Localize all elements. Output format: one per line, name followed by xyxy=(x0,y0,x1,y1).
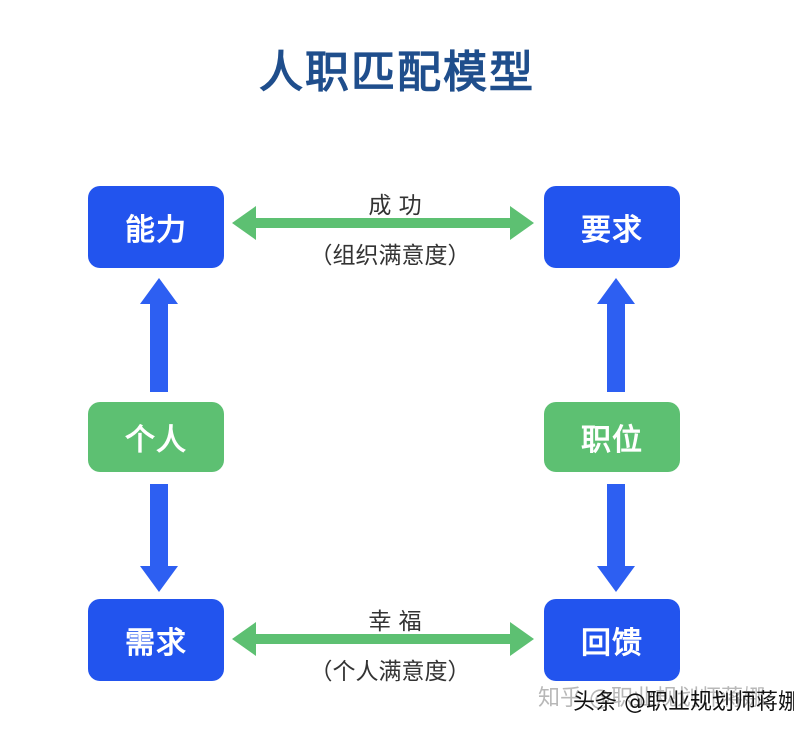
watermark-ghost: 知乎 @职业规划师蒋娜 xyxy=(538,686,765,711)
top-double-arrow xyxy=(232,206,534,240)
watermark-main: 头条 @职业规划师蒋娜 xyxy=(573,690,794,715)
diagram-title: 人职匹配模型 xyxy=(259,47,535,98)
top-edge-sublabel: （组织满意度） xyxy=(309,243,471,269)
node-position: 职位 xyxy=(544,402,680,472)
bottom-edge-label: 幸 福 xyxy=(368,609,422,635)
bottom-edge-sublabel: （个人满意度） xyxy=(309,659,471,685)
node-feedback: 回馈 xyxy=(544,599,680,681)
node-ability: 能力 xyxy=(88,186,224,268)
top-edge-label: 成 功 xyxy=(368,193,422,219)
arrow-position-to-feedback xyxy=(597,484,635,592)
watermark: 知乎 @职业规划师蒋娜 头条 @职业规划师蒋娜 xyxy=(538,680,794,715)
node-needs: 需求 xyxy=(88,599,224,681)
arrow-individual-to-ability xyxy=(140,278,178,392)
arrow-position-to-requirement xyxy=(597,278,635,392)
arrow-individual-to-needs xyxy=(140,484,178,592)
bottom-double-arrow xyxy=(232,622,534,656)
node-individual: 个人 xyxy=(88,402,224,472)
node-requirement: 要求 xyxy=(544,186,680,268)
